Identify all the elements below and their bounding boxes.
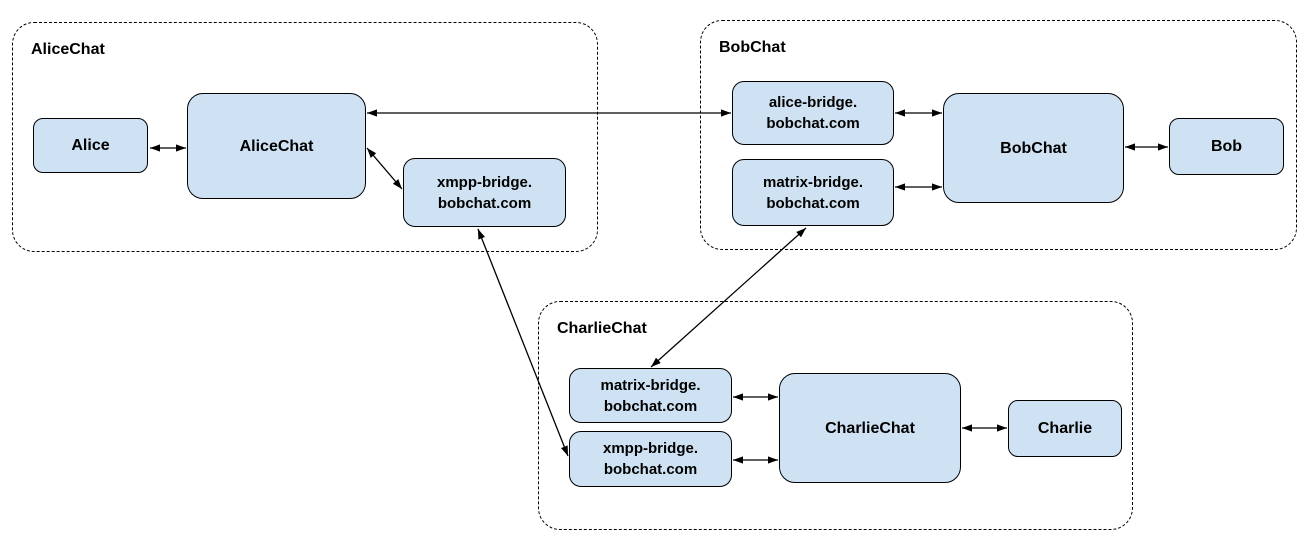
group-bobchat: BobChat xyxy=(700,20,1297,250)
node-label-line1: xmpp-bridge. xyxy=(436,173,532,191)
node-label-line2: bobchat.com xyxy=(437,194,532,212)
group-charliechat-label: CharlieChat xyxy=(557,320,647,337)
node-alicechat-server: AliceChat xyxy=(187,93,366,199)
node-label: BobChat xyxy=(1000,139,1067,157)
node-label-line2: bobchat.com xyxy=(766,194,860,212)
node-label-line2: bobchat.com xyxy=(766,115,860,132)
node-bob-user: Bob xyxy=(1169,118,1284,175)
node-charlie-user: Charlie xyxy=(1008,400,1122,457)
node-label: Bob xyxy=(1210,138,1243,155)
node-charliechat-server: CharlieChat xyxy=(779,373,961,483)
node-charliechat-xmpp-bridge: xmpp-bridge. bobchat.com xyxy=(569,431,732,487)
node-label: Charlie xyxy=(1037,420,1093,437)
group-bobchat-label: BobChat xyxy=(719,39,786,56)
group-alicechat: AliceChat xyxy=(12,22,598,252)
node-alicechat-xmpp-bridge: xmpp-bridge. bobchat.com xyxy=(403,158,566,227)
group-alicechat-label: AliceChat xyxy=(31,41,105,58)
node-label-line2: bobchat.com xyxy=(603,397,698,415)
node-label: Alice xyxy=(71,137,110,154)
node-label: CharlieChat xyxy=(825,419,915,437)
node-bobchat-matrix-bridge: matrix-bridge. bobchat.com xyxy=(732,159,894,226)
node-label-line1: matrix-bridge. xyxy=(600,376,701,394)
node-alice-user: Alice xyxy=(33,118,148,173)
node-label-line1: alice-bridge. xyxy=(768,94,858,111)
node-bobchat-server: BobChat xyxy=(943,93,1124,203)
node-bobchat-alice-bridge: alice-bridge. bobchat.com xyxy=(732,81,894,145)
node-label-line2: bobchat.com xyxy=(603,461,698,478)
node-label-line1: matrix-bridge. xyxy=(762,173,864,191)
node-charliechat-matrix-bridge: matrix-bridge. bobchat.com xyxy=(569,368,732,423)
node-label-line1: xmpp-bridge. xyxy=(602,440,698,457)
node-label: AliceChat xyxy=(239,137,314,155)
